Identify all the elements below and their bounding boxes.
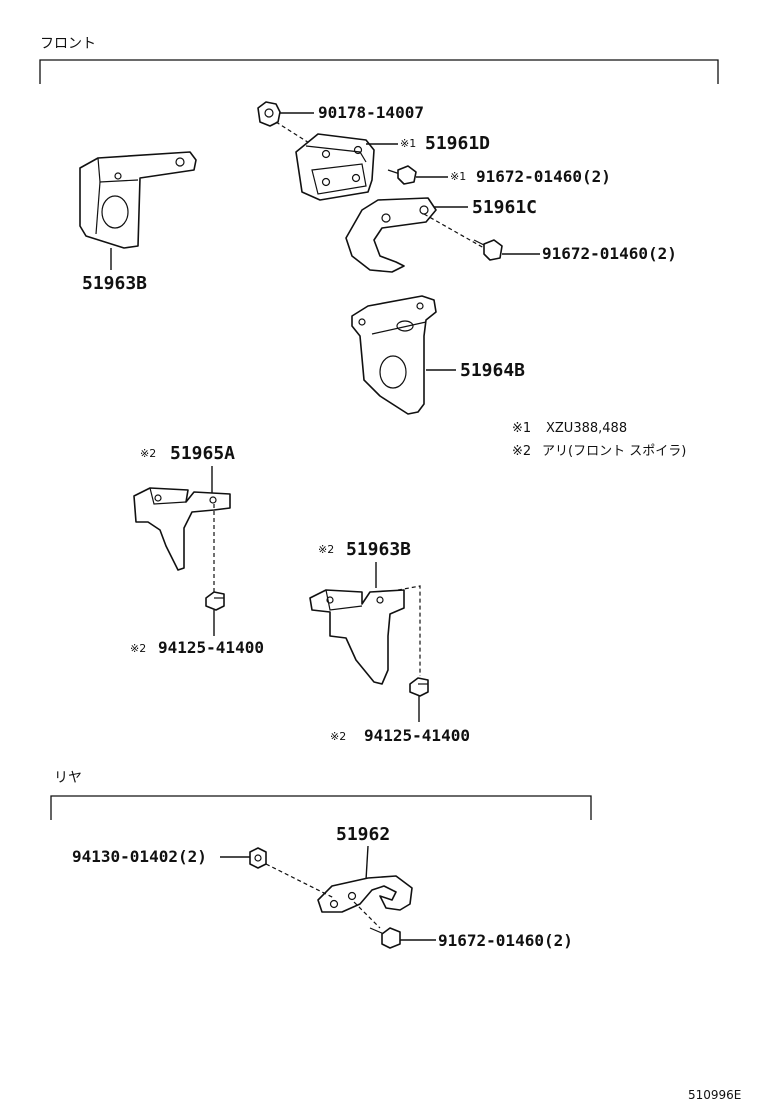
note-2-mark: ※2 xyxy=(512,444,531,459)
mark-1-51961d: ※1 xyxy=(400,137,416,150)
bracket-51964b-drawing xyxy=(351,295,456,415)
part-number-94130: 94130-01402(2) xyxy=(72,847,207,866)
hook-51961c-drawing xyxy=(345,197,485,273)
nut-90178-drawing xyxy=(257,101,315,147)
part-number-94125-right: 94125-41400 xyxy=(364,726,470,745)
rear-section-frame xyxy=(50,795,592,820)
plate-51961d-drawing xyxy=(295,133,398,201)
part-number-94125-left: 94125-41400 xyxy=(158,638,264,657)
part-number-51961d: 51961D xyxy=(425,133,490,154)
part-number-51964b: 51964B xyxy=(460,360,525,381)
note-1-text: XZU388,488 xyxy=(546,421,627,436)
part-number-51965a: 51965A xyxy=(170,443,235,464)
bracket-51965a-drawing xyxy=(133,466,231,592)
front-section-frame xyxy=(39,59,719,84)
nut-94125-right-drawing xyxy=(409,677,429,722)
part-number-91672-rear: 91672-01460(2) xyxy=(438,931,573,950)
part-number-90178-14007: 90178-14007 xyxy=(318,103,424,122)
part-number-51963b-lower: 51963B xyxy=(346,539,411,560)
mark-2-51965a: ※2 xyxy=(140,447,156,460)
mark-2-51963b-lower: ※2 xyxy=(318,543,334,556)
bolt-91672-mid-drawing xyxy=(473,239,540,261)
note-2-text: アリ(フロント スポイラ) xyxy=(542,444,686,459)
front-section-label: フロント xyxy=(40,36,96,52)
mark-2-94125-right: ※2 xyxy=(330,730,346,743)
mark-2-94125-left: ※2 xyxy=(130,642,146,655)
mark-1-91672-top: ※1 xyxy=(450,170,466,183)
rear-section-label: リヤ xyxy=(54,770,82,786)
part-number-91672-top: 91672-01460(2) xyxy=(476,167,611,186)
bolt-91672-rear-drawing xyxy=(353,901,436,949)
bracket-51963b-left-drawing xyxy=(79,151,197,270)
nut-94130-drawing xyxy=(220,847,335,899)
nut-94125-left-drawing xyxy=(205,591,225,636)
bolt-91672-top-drawing xyxy=(387,165,448,185)
bracket-51963b-lower-drawing xyxy=(309,562,421,685)
part-number-91672-mid: 91672-01460(2) xyxy=(542,244,677,263)
part-number-51962: 51962 xyxy=(336,824,390,845)
note-1-mark: ※1 xyxy=(512,421,531,436)
part-number-51961c: 51961C xyxy=(472,197,537,218)
hook-51962-drawing xyxy=(317,845,413,913)
diagram-code: 510996E xyxy=(688,1088,741,1102)
part-number-51963b-left: 51963B xyxy=(82,273,147,294)
